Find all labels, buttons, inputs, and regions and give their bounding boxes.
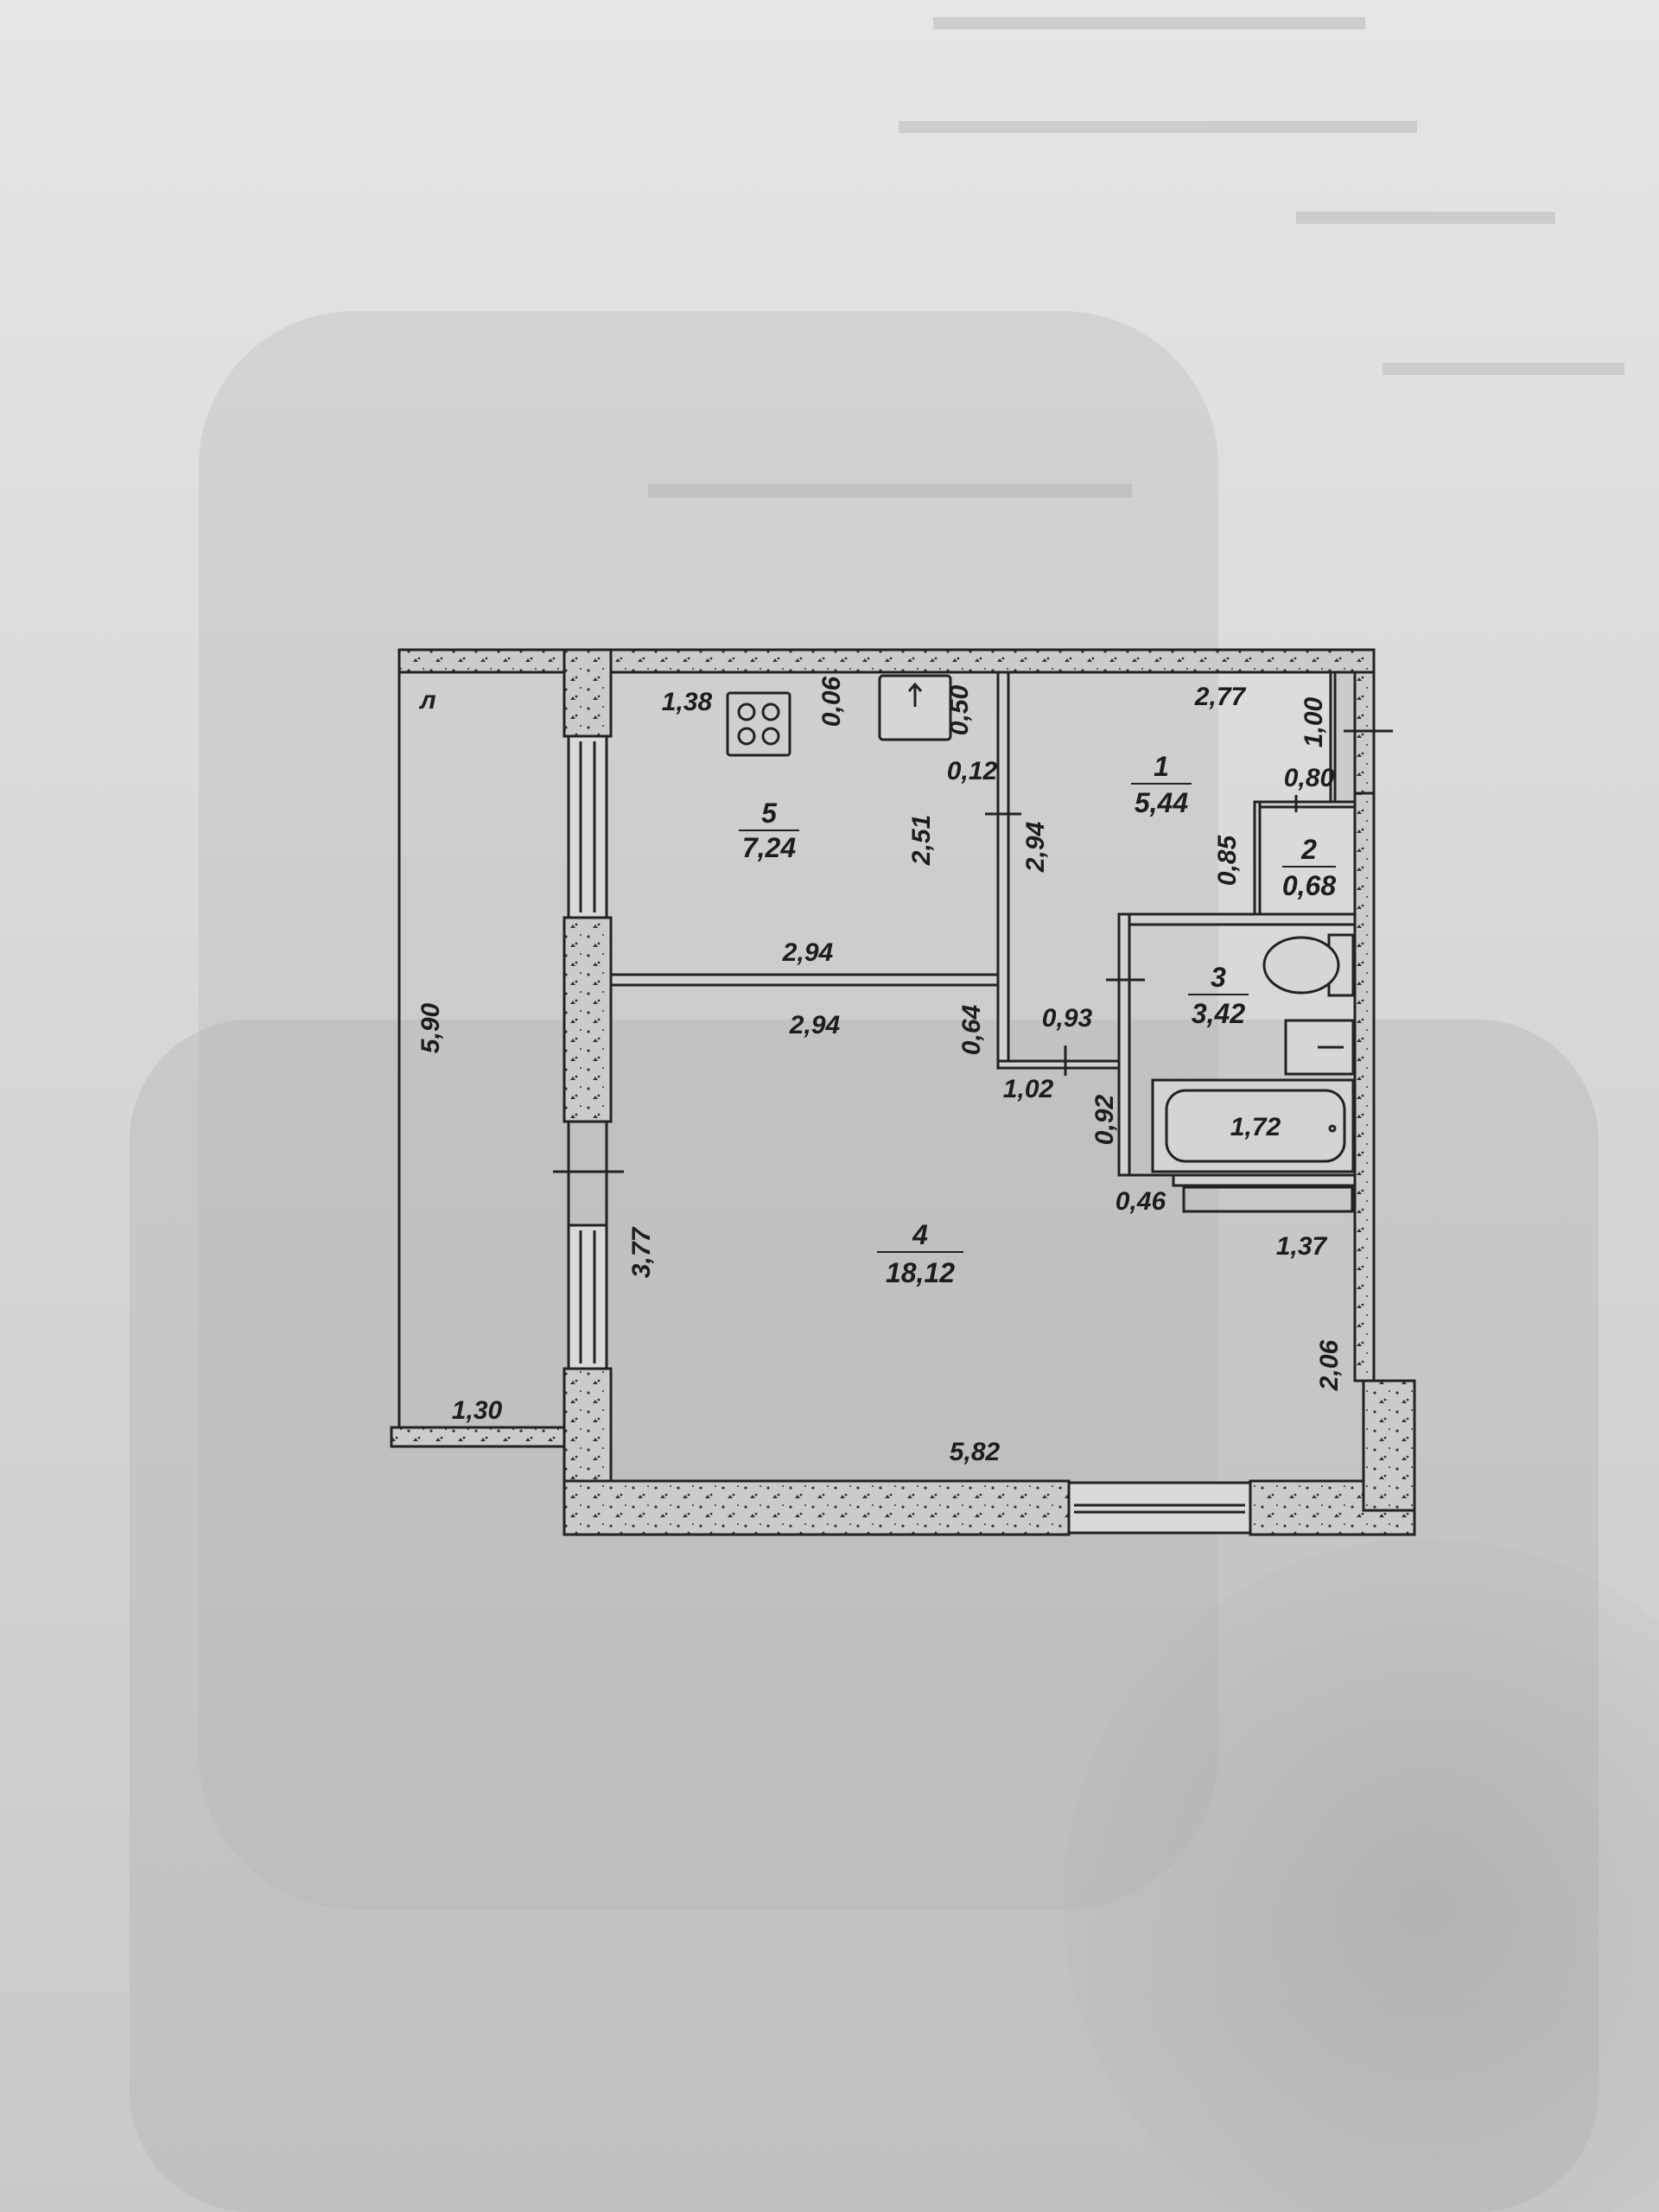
dim-0-64: 0,64 <box>957 1004 986 1055</box>
room-4-area: 18,12 <box>886 1257 955 1288</box>
room-5-area: 7,24 <box>742 832 796 863</box>
dim-1-30: 1,30 <box>452 1396 503 1425</box>
room-5-number: 5 <box>761 798 778 829</box>
room-3-number: 3 <box>1211 962 1226 993</box>
dim-1-37: 1,37 <box>1276 1232 1328 1261</box>
dim-1-00: 1,00 <box>1300 696 1328 747</box>
balcony-bottom-wall <box>390 1426 566 1448</box>
washbasin-icon <box>1284 1019 1355 1076</box>
room-labels: 5 7,24 1 5,44 2 0,68 3 3,42 4 18,12 <box>739 751 1336 1288</box>
top-wall <box>397 648 1376 674</box>
bathroom-partition-left <box>1117 912 1131 1177</box>
kitchen-sink-icon <box>878 674 952 741</box>
dim-2-94-hall: 2,94 <box>1021 821 1050 873</box>
dim-1-38: 1,38 <box>662 688 713 716</box>
dim-0-80: 0,80 <box>1284 764 1335 792</box>
door-marks <box>985 729 1393 1076</box>
dimension-labels: 1,38 0,06 0,50 0,12 2,51 2,94 2,94 2,94 … <box>416 676 1344 1466</box>
left-windows <box>553 734 624 1370</box>
bathroom-partition-bottom <box>1172 1173 1357 1187</box>
room-2-area: 0,68 <box>1282 870 1336 901</box>
room-4-label: 4 18,12 <box>877 1219 963 1288</box>
room-1-label: 1 5,44 <box>1131 751 1192 818</box>
dim-0-46: 0,46 <box>1116 1187 1166 1216</box>
closet-partition-left <box>1253 800 1262 916</box>
bleed-through-lines <box>648 17 1624 498</box>
hall-right-wall <box>1333 671 1357 804</box>
room-4-number: 4 <box>912 1219 928 1250</box>
dim-2-94-kitchen: 2,94 <box>782 938 834 967</box>
bathroom-partition-top <box>1128 912 1357 926</box>
left-wall-mid <box>563 916 613 1123</box>
dim-2-51: 2,51 <box>907 815 936 866</box>
hall-partition-left <box>996 671 1010 1063</box>
right-wall-mid <box>1353 791 1376 1382</box>
dim-0-12: 0,12 <box>947 757 998 785</box>
hall-partition-left-lower <box>996 1059 1121 1070</box>
dim-0-92: 0,92 <box>1090 1094 1119 1145</box>
dim-2-94-living: 2,94 <box>789 1011 841 1039</box>
right-wall-lower <box>1362 1379 1416 1512</box>
dim-5-90: 5,90 <box>416 1002 445 1053</box>
stove-icon <box>726 691 791 757</box>
dim-3-77: 3,77 <box>627 1226 656 1278</box>
toilet-icon <box>1262 933 1355 997</box>
room-1-number: 1 <box>1154 751 1169 782</box>
room-3-label: 3 3,42 <box>1188 962 1249 1029</box>
room-3-area: 3,42 <box>1192 998 1245 1029</box>
dim-2-06: 2,06 <box>1315 1339 1344 1391</box>
right-wall-upper <box>1353 671 1376 795</box>
dim-0-50: 0,50 <box>945 684 974 735</box>
dim-1-72: 1,72 <box>1230 1113 1281 1141</box>
room-2-label: 2 0,68 <box>1282 834 1336 901</box>
balcony <box>397 671 564 1427</box>
bathtub-icon <box>1151 1078 1355 1173</box>
bottom-window <box>1067 1481 1252 1535</box>
shower-tray <box>1182 1185 1354 1213</box>
balcony-mark: л <box>418 686 436 715</box>
dim-0-85: 0,85 <box>1213 834 1242 886</box>
kitchen-partition <box>609 973 1000 987</box>
dim-0-93: 0,93 <box>1042 1004 1093 1033</box>
left-wall-upper <box>563 648 613 738</box>
dim-2-77: 2,77 <box>1194 683 1247 711</box>
dim-0-06: 0,06 <box>817 676 846 727</box>
bottom-wall-left <box>563 1479 1071 1536</box>
walls <box>390 648 1416 1536</box>
room-2-number: 2 <box>1300 834 1317 865</box>
room-5-label: 5 7,24 <box>739 798 799 863</box>
dim-1-02: 1,02 <box>1003 1075 1054 1103</box>
dim-5-82: 5,82 <box>950 1438 1001 1466</box>
room-1-area: 5,44 <box>1135 787 1188 818</box>
